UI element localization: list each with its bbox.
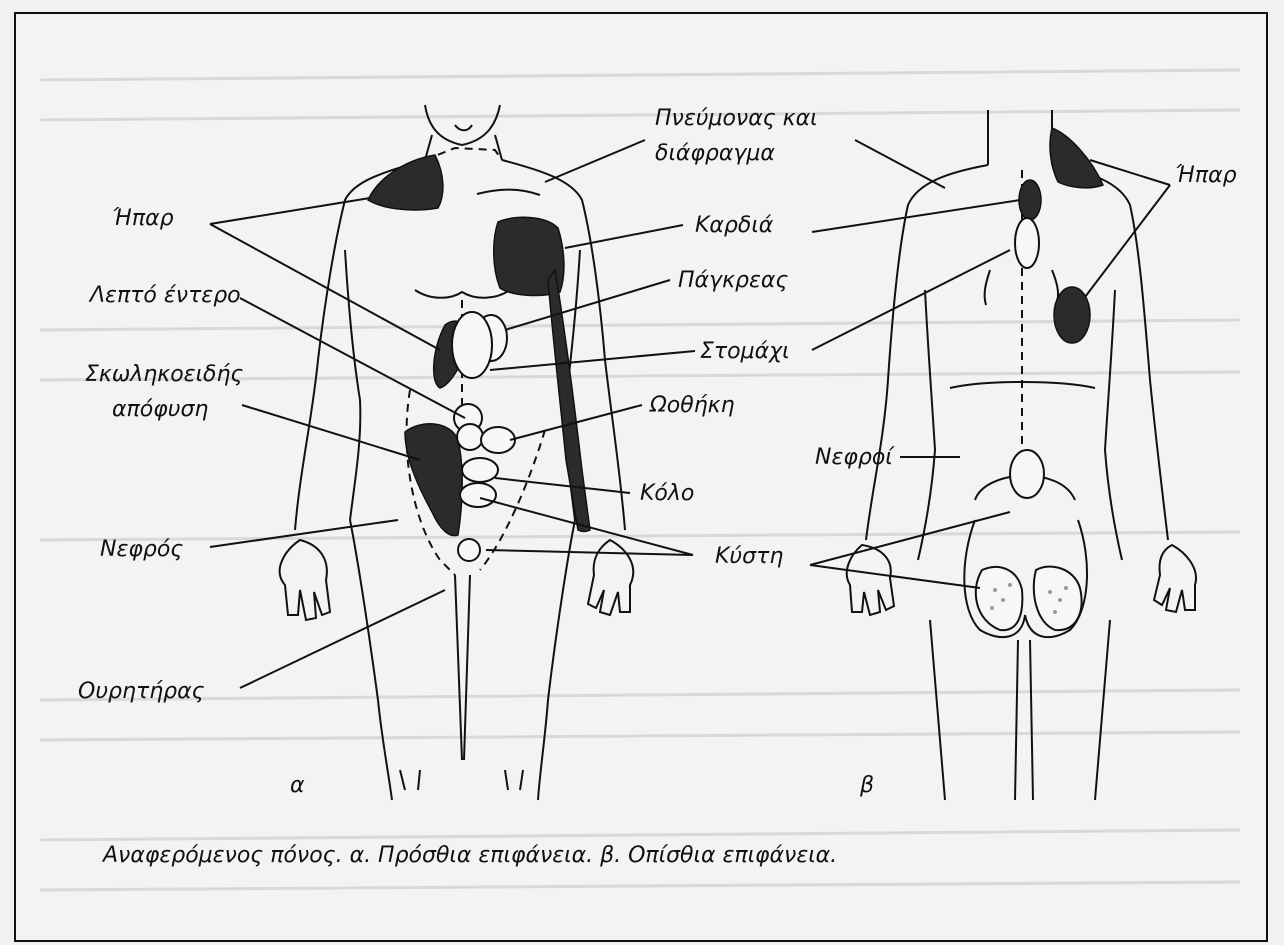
label-kidneys-back: Νεφροί [815,445,895,470]
panel-label-b: β [859,773,874,798]
stomach-outline-back [1015,218,1039,268]
panel-label-a: α [290,773,305,798]
kidney-outline-back [1010,450,1044,498]
bladder-zone-right-back [1034,567,1082,631]
ovary-right-outline [481,427,515,453]
label-stomach: Στομάχι [700,339,790,364]
heart-pain-arm-zone [548,270,590,532]
label-ovary: Ωοθήκη [649,393,735,418]
bladder-outline [458,539,480,561]
appendix-pain-zone [405,424,462,536]
ovary-left-outline [457,424,483,450]
liver-pain-zone-back-shoulder [1050,128,1103,188]
label-liver-back: Ήπαρ [1175,163,1237,188]
label-appendix-line2: απόφυση [112,397,208,422]
label-ureter: Ουρητήρας [78,679,205,704]
label-lung-line1: Πνεύμονας και [655,106,818,131]
heart-pain-zone-back [1019,180,1041,220]
bladder-zone-left-back [976,567,1023,630]
background-bleed-through [40,70,1240,890]
label-heart: Καρδιά [695,213,774,238]
label-pancreas: Πάγκρεας [678,268,788,293]
label-small-intestine: Λεπτό έντερο [88,283,241,308]
label-liver-front: Ήπαρ [112,206,174,231]
liver-pain-zone-shoulder [368,155,443,210]
figure-caption: Αναφερόμενος πόνος. α. Πρόσθια επιφάνεια… [101,843,837,868]
label-appendix-line1: Σκωληκοειδής [85,362,243,387]
stomach-outline [452,312,492,378]
label-kidney-front: Νεφρός [100,537,183,562]
label-bladder: Κύστη [715,544,783,569]
label-lung-line2: διάφραγμα [655,141,775,166]
colon-segment-2 [460,483,496,507]
label-colon: Κόλο [640,481,694,506]
liver-pain-zone-back [1054,287,1090,343]
colon-segment-1 [462,458,498,482]
